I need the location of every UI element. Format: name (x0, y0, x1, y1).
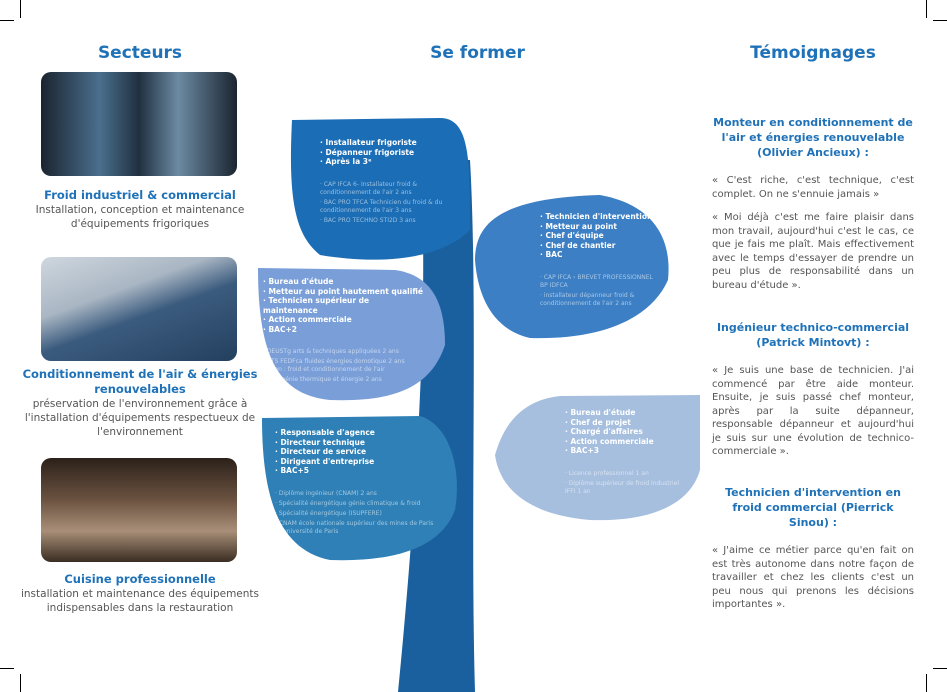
secteur-title: Conditionnement de l'air & énergies reno… (22, 367, 258, 396)
leaf-bac5 (262, 416, 457, 561)
formation-item: · Licence professionnel 1 an (565, 469, 649, 477)
job-item: · Chef de projet (565, 417, 631, 427)
crop-mark (0, 668, 14, 669)
temoignage-pierrick: Technicien d'intervention en froid comme… (712, 485, 914, 622)
formation-item: · CAP IFCA 6- Installateur froid & condi… (320, 180, 418, 196)
photo-panneaux-solaires (41, 257, 237, 361)
job-item: · Chef d'équipe (540, 231, 604, 240)
formation-item: · Spécialité énergétique génie climatiqu… (275, 499, 421, 507)
job-item: · Bureau d'étude (565, 408, 636, 417)
secteur-desc: installation et maintenance des équipeme… (20, 588, 260, 614)
secteur-title: Cuisine professionnelle (64, 572, 216, 586)
crop-mark (926, 0, 927, 18)
job-item: · Technicien supérieur de maintenance (263, 296, 370, 315)
secteur-title: Froid industriel & commercial (44, 188, 236, 202)
job-item: · BAC+2 (263, 324, 297, 334)
job-item: · Technicien d'intervention (540, 212, 653, 221)
secteur-desc: préservation de l'environnement grâce à … (24, 398, 256, 438)
job-item: · BAC+3 (565, 446, 599, 455)
crop-mark (20, 0, 21, 18)
heading-secteurs: Secteurs (97, 43, 183, 63)
crop-mark (20, 674, 21, 692)
job-item: · Action commerciale (565, 436, 654, 446)
formation-item: · Diplôme ingénieur (CNAM) 2 ans (275, 489, 377, 497)
temoignage-title: Monteur en conditionnement de l'air et é… (713, 116, 913, 159)
leaf-bac-content: · Technicien d'intervention · Metteur au… (540, 212, 655, 308)
job-item: · BAC+5 (275, 466, 309, 475)
job-item: · BAC (540, 250, 563, 259)
temoignage-title: Ingénieur technico-commercial (Patrick M… (716, 321, 910, 349)
secteur-conditionnement: Conditionnement de l'air & énergies reno… (20, 367, 260, 439)
formation-item: · installateur dépanneur froid & conditi… (540, 291, 635, 307)
heading-se-former: Se former (430, 43, 525, 63)
leaf-bac2 (258, 268, 445, 401)
formation-item: · BTS FEDFca fluides énergies domotique … (263, 358, 405, 373)
crop-mark (933, 668, 947, 669)
job-item: · Chargé d'affaires (565, 427, 643, 436)
formation-item: · DUT génie thermique et énergie 2 ans (263, 376, 382, 383)
crop-mark (0, 20, 14, 21)
leaf-bac3 (495, 395, 700, 521)
leaf-bac5-content: · Responsable d'agence · Directeur techn… (275, 428, 440, 536)
job-item: · Après la 3ᵉ (320, 157, 372, 166)
job-item: · Bureau d'étude (263, 277, 334, 286)
temoignage-title: Technicien d'intervention en froid comme… (725, 486, 901, 529)
leaf-bac2-content: · Bureau d'étude · Metteur au point haut… (263, 277, 423, 384)
crop-mark (933, 20, 947, 21)
job-item: · Responsable d'agence (275, 428, 375, 437)
photo-cuisine (41, 458, 237, 562)
formation-item: · CNAM école nationale supérieur des min… (275, 519, 434, 535)
job-item: · Dépanneur frigoriste (320, 147, 415, 157)
temoignage-quote: « Je suis une base de technicien. J'ai c… (712, 365, 914, 457)
temoignage-quote: « Moi déjà c'est me faire plaisir dans m… (712, 212, 914, 291)
formation-item: · BAC PRO TFCA Technicien du froid & du … (320, 198, 443, 214)
formation-item: · Spécialité énergétique (ISUPFERE) (275, 509, 382, 517)
temoignage-quote: « C'est riche, c'est technique, c'est co… (712, 175, 914, 200)
job-item: · Directeur technique (275, 437, 365, 447)
job-item: · Directeur de service (275, 447, 367, 456)
job-item: · Action commerciale (263, 315, 352, 324)
heading-temoignages: Témoignages (750, 43, 876, 63)
temoignage-quote: « J'aime ce métier parce qu'en fait on e… (712, 545, 914, 610)
secteur-cuisine: Cuisine professionnelle installation et m… (20, 572, 260, 615)
formation-item: · Diplôme supérieur de froid industriel … (565, 479, 680, 495)
crop-mark (926, 674, 927, 692)
leaf-cap (290, 118, 470, 260)
leaf-cap-content: · Installateur frigoriste · Dépanneur fr… (320, 138, 445, 225)
job-item: · Metteur au point hautement qualifié (263, 286, 423, 296)
tree-trunk (398, 160, 475, 692)
leaf-bac (475, 195, 669, 339)
job-item: · Metteur au point (540, 221, 617, 231)
photo-froid-industriel (41, 72, 237, 176)
job-item: · Chef de chantier (540, 240, 616, 250)
formation-item: · CAP IFCA › BREVET PROFESSIONNEL BP IDF… (540, 273, 653, 289)
secteur-desc: Installation, conception et maintenance … (35, 204, 245, 230)
formation-item: · DEUSTg arts & techniques appliquées 2 … (263, 348, 399, 355)
job-item: · Installateur frigoriste (320, 138, 417, 147)
temoignage-patrick: Ingénieur technico-commercial (Patrick M… (712, 320, 914, 469)
temoignage-olivier: Monteur en conditionnement de l'air et é… (712, 115, 914, 302)
job-item: · Dirigeant d'entreprise (275, 456, 375, 466)
formation-item: · BAC PRO TECHNO STI2D 3 ans (320, 216, 416, 224)
leaf-bac3-content: · Bureau d'étude · Chef de projet · Char… (565, 408, 680, 496)
